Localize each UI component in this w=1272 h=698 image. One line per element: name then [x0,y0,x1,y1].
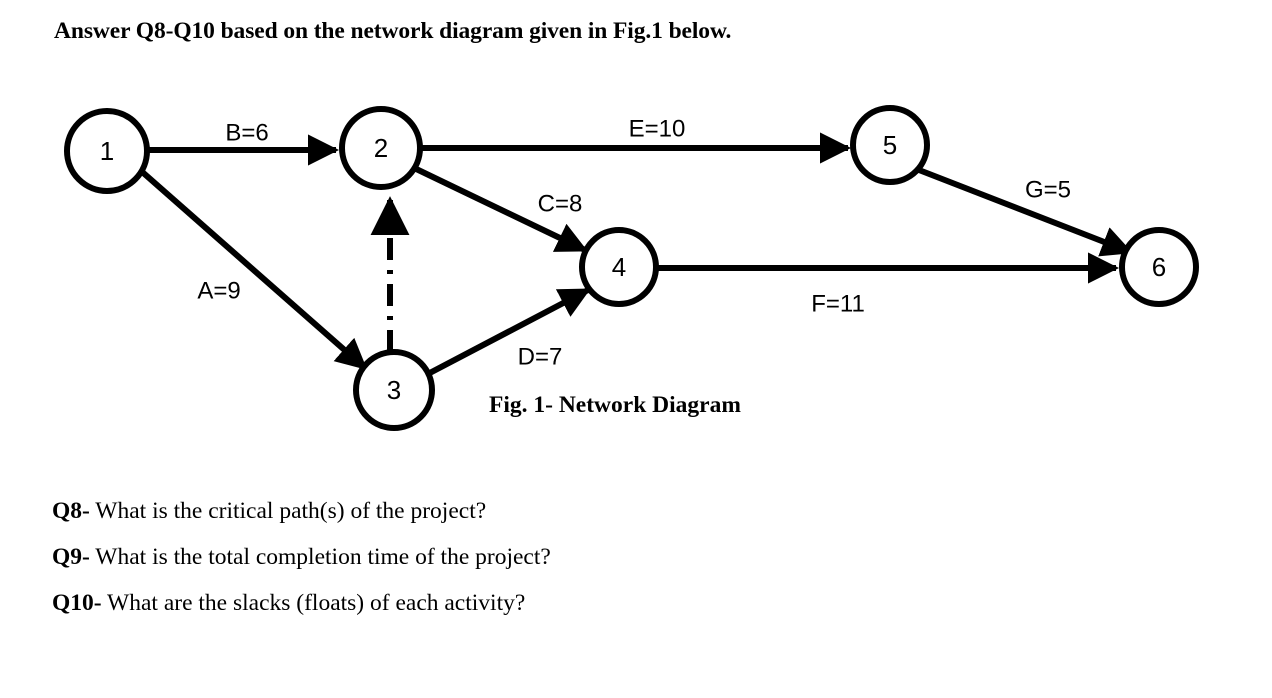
edge-label-G: G=5 [1025,177,1071,204]
node-label-4: 4 [612,252,626,282]
edge-label-B: B=6 [225,120,268,147]
network-diagram-figure: 1 2 3 4 5 6 B=6 A= [0,80,1272,440]
node-3: 3 [353,349,435,431]
network-diagram-svg: 1 2 3 4 5 6 B=6 A= [64,105,1199,431]
node-label-2: 2 [374,133,388,163]
edge-label-F: F=11 [811,291,865,318]
page-title: Answer Q8-Q10 based on the network diagr… [54,18,732,44]
edge-label-E: E=10 [629,116,686,143]
edge-line-A [138,167,368,371]
figure-caption: Fig. 1- Network Diagram [489,392,741,418]
node-4: 4 [579,227,659,307]
node-circle-3 [353,349,435,431]
question-text-q8: What is the critical path(s) of the proj… [89,498,487,524]
edge-label-A: A=9 [197,278,240,305]
question-text-q9: What is the total completion time of the… [89,544,551,570]
node-circle-5 [850,105,930,185]
node-5: 5 [850,105,930,185]
node-label-1: 1 [100,136,114,166]
edge-label-D: D=7 [518,344,563,371]
question-tag-q8: Q8- [52,498,90,524]
node-1: 1 [64,108,150,194]
node-label-5: 5 [883,130,897,160]
question-item-q10: Q10- What are the slacks (floats) of eac… [52,580,1152,626]
node-circle-6 [1119,227,1199,307]
question-item-q8: Q8- What is the critical path(s) of the … [52,488,1152,534]
edge-line-C [408,163,588,253]
node-6: 6 [1119,227,1199,307]
node-label-6: 6 [1152,252,1166,282]
edge-label-C: C=8 [538,191,583,218]
question-tag-q9: Q9- [52,544,90,570]
edge-line-D [422,287,591,379]
edge-line-G [917,167,1133,257]
node-label-3: 3 [387,375,401,405]
node-2: 2 [339,106,423,190]
question-tag-q10: Q10- [52,590,102,616]
question-text-q10: What are the slacks (floats) of each act… [101,590,526,616]
questions-list: Q8- What is the critical path(s) of the … [52,488,1152,626]
node-circle-1 [64,108,150,194]
question-item-q9: Q9- What is the total completion time of… [52,534,1152,580]
node-circle-2 [339,106,423,190]
node-circle-4 [579,227,659,307]
